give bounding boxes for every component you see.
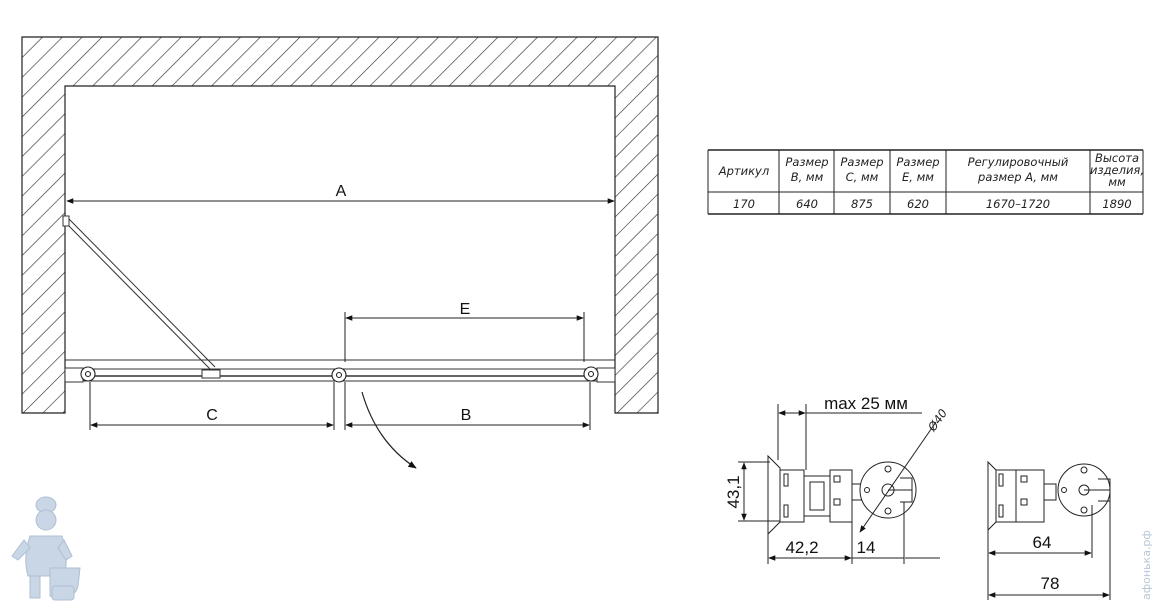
th-height-l3: мм — [1108, 175, 1126, 189]
profile-detail-1 — [767, 454, 917, 536]
dim-slot — [852, 502, 940, 564]
dim-max-gap-label: max 25 мм — [824, 394, 908, 413]
th-size-b-l2: B, мм — [791, 170, 824, 184]
td-size-b: 640 — [796, 197, 818, 211]
dim-height-label: 43,1 — [724, 475, 743, 508]
th-size-c-l2: C, мм — [846, 170, 879, 184]
dim-width-78-label: 78 — [1041, 574, 1060, 593]
th-adjust-l2: размер A, мм — [977, 170, 1058, 184]
th-size-e-l1: Размер — [896, 155, 939, 169]
th-adjust-l1: Регулировочный — [968, 155, 1069, 169]
dim-width-64-label: 64 — [1033, 533, 1052, 552]
th-size-e-l2: E, мм — [902, 170, 934, 184]
th-height-l1: Высота — [1095, 151, 1139, 165]
dim-diameter — [859, 421, 937, 533]
td-adjust-a: 1670–1720 — [986, 197, 1050, 211]
dim-height — [738, 461, 780, 522]
th-size-b-l1: Размер — [785, 155, 828, 169]
th-size-c-l1: Размер — [840, 155, 883, 169]
plumber-mascot-logo — [11, 496, 81, 601]
dim-width-78 — [988, 501, 1111, 600]
td-article: 170 — [733, 197, 755, 211]
spec-table — [707, 149, 1144, 215]
hinge-left — [80, 366, 96, 382]
spec-table-row: 170 640 875 620 1670–1720 1890 — [733, 197, 1132, 211]
dimension-c — [89, 382, 335, 430]
dimension-c-label: C — [206, 407, 218, 424]
dim-depth-label: 42,2 — [785, 538, 818, 557]
dim-diameter-label: Ø40 — [924, 406, 950, 434]
dimension-e-label: E — [460, 301, 471, 318]
wall-niche — [21, 36, 659, 414]
profile-detail-2 — [987, 460, 1111, 532]
dim-depth — [767, 522, 853, 564]
dimension-e — [344, 312, 585, 362]
dimension-a-label: A — [336, 183, 347, 200]
dim-slot-label: 14 — [857, 538, 876, 557]
swing-arrow — [361, 391, 417, 469]
spec-table-header: Артикул Размер B, мм Размер C, мм Размер… — [718, 151, 1144, 189]
td-size-e: 620 — [907, 197, 929, 211]
dim-max-gap — [777, 404, 922, 470]
hinge-right — [583, 366, 599, 382]
dimension-b-label: B — [461, 407, 472, 424]
dim-width-64 — [987, 505, 1093, 600]
hinge-center — [331, 367, 347, 383]
dimension-b — [344, 382, 591, 430]
td-size-c: 875 — [851, 197, 873, 211]
th-height-l2: изделия, — [1090, 163, 1144, 177]
watermark-site: афонька.рф — [1140, 530, 1153, 600]
th-article: Артикул — [718, 164, 770, 178]
td-height: 1890 — [1102, 197, 1131, 211]
stabilizer-bar — [62, 215, 216, 370]
